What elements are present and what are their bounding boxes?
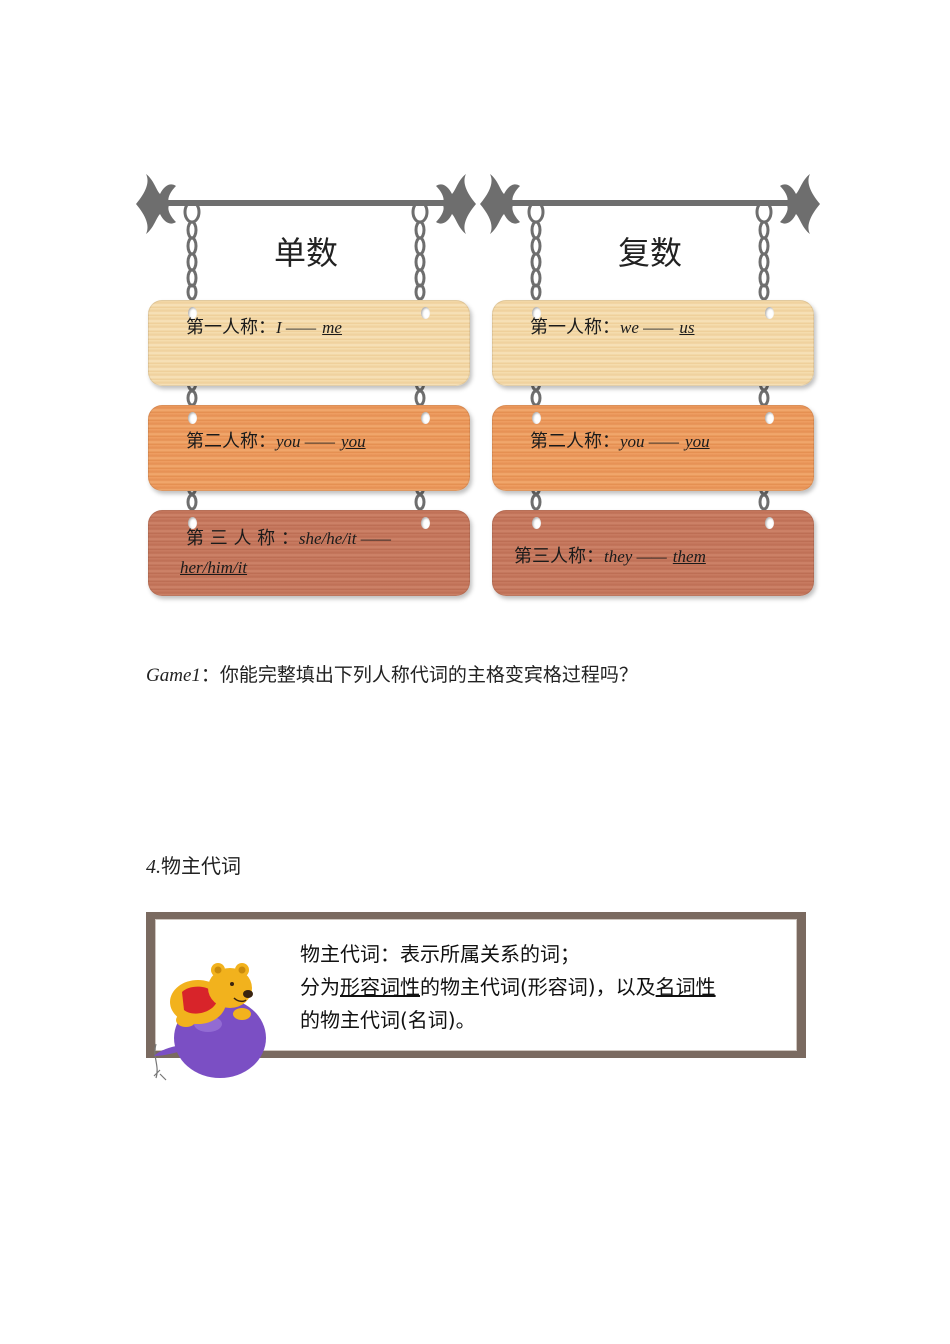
game1-text: ：你能完整填出下列人称代词的主格变宾格过程吗？ — [200, 664, 638, 686]
person-label: 第 三 人 称 ： — [186, 528, 299, 549]
plural-title: 复数 — [617, 234, 682, 272]
person-label: 第三人称： — [514, 546, 604, 567]
board-hole — [188, 307, 197, 319]
plural-sign-group — [480, 172, 820, 602]
object-pronoun: me — [322, 318, 342, 337]
board-hole — [532, 307, 541, 319]
board-hole — [765, 412, 774, 424]
section-number: 4. — [146, 856, 161, 878]
board-hole — [188, 517, 197, 529]
object-pronoun: us — [679, 318, 695, 337]
person-label: 第一人称： — [186, 317, 276, 338]
subject-pronoun: they —— — [604, 547, 667, 566]
singular-board-third-person: 第 三 人 称 ：she/he/it —— her/him/it — [148, 510, 470, 596]
singular-sign-group — [136, 172, 476, 602]
object-pronoun: her/him/it — [180, 558, 248, 577]
hanging-bar-chains — [136, 174, 476, 511]
board-text: 第二人称：you —— you — [530, 427, 716, 453]
text-span: 分为 — [300, 975, 340, 999]
person-label: 第一人称： — [530, 317, 620, 338]
singular-board-second-person: 第二人称：you —— you — [148, 405, 470, 491]
noun-form-term: 名词性 — [655, 975, 716, 999]
board-text: 第 三 人 称 ：she/he/it —— — [186, 524, 391, 550]
adjective-form-term: 形容词性 — [340, 975, 420, 999]
object-pronoun: you — [685, 432, 710, 451]
board-hole — [532, 517, 541, 529]
text-span: 的物主代词(形容词)，以及 — [420, 975, 656, 999]
board-hole — [765, 307, 774, 319]
board-text-line2: her/him/it — [180, 557, 247, 578]
board-text: 第二人称：you —— you — [186, 427, 372, 453]
board-hole — [188, 412, 197, 424]
person-label: 第二人称： — [530, 431, 620, 452]
section-title: 物主代词 — [161, 854, 241, 878]
box-inner-border — [155, 919, 797, 1051]
board-text: 第一人称：I —— me — [186, 313, 348, 339]
game-tag: Game1 — [146, 665, 201, 686]
plural-board-first-person: 第一人称：we —— us — [492, 300, 814, 386]
plural-board-second-person: 第二人称：you —— you — [492, 405, 814, 491]
definition-line3: 的物主代词(名词)。 — [300, 1008, 476, 1032]
subject-pronoun: you —— — [276, 432, 336, 451]
person-label: 第二人称： — [186, 431, 276, 452]
plural-board-third-person: 第三人称：they —— them — [492, 510, 814, 596]
definition-line1: 物主代词：表示所属关系的词； — [300, 942, 580, 966]
subject-pronoun: I —— — [276, 318, 317, 337]
hanging-bar-chains — [480, 174, 820, 511]
board-hole — [421, 307, 430, 319]
subject-pronoun: she/he/it —— — [298, 529, 391, 548]
definition-text: 物主代词：表示所属关系的词； 分为形容词性的物主代词(形容词)，以及名词性 的物… — [300, 938, 780, 1037]
game1-prompt: Game1：你能完整填出下列人称代词的主格变宾格过程吗？ — [146, 660, 638, 687]
board-hole — [421, 412, 430, 424]
board-text: 第一人称：we —— us — [530, 313, 701, 339]
board-hole — [532, 412, 541, 424]
object-pronoun: you — [341, 432, 366, 451]
object-pronoun: them — [672, 547, 706, 566]
definition-line2: 分为形容词性的物主代词(形容词)，以及名词性 — [300, 971, 780, 1004]
board-hole — [765, 517, 774, 529]
singular-board-first-person: 第一人称：I —— me — [148, 300, 470, 386]
bear-balloon-illustration — [153, 963, 266, 1081]
board-hole — [421, 517, 430, 529]
subject-pronoun: you —— — [620, 432, 680, 451]
subject-pronoun: we —— — [620, 318, 674, 337]
board-text: 第三人称：they —— them — [514, 542, 712, 568]
singular-title: 单数 — [273, 234, 338, 272]
section-heading: 4.物主代词 — [146, 850, 241, 879]
